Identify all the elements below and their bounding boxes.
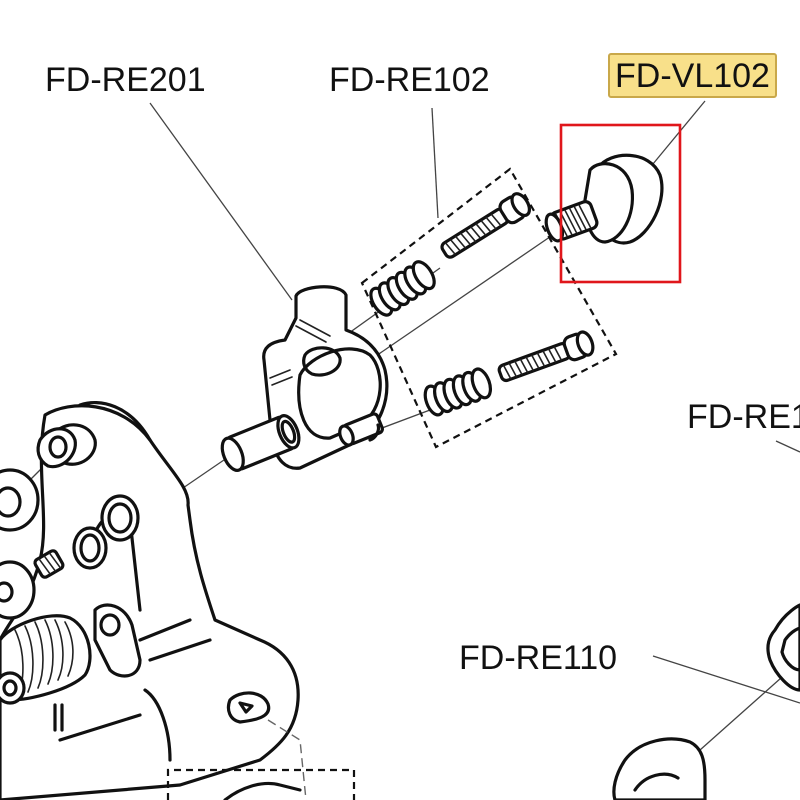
leader-fd-re102 xyxy=(431,107,439,219)
leader-fd-vl102 xyxy=(647,100,706,171)
callout-fd-re1-truncated[interactable]: FD-RE1 xyxy=(687,398,800,436)
group-box-lower xyxy=(166,719,356,800)
callout-fd-vl102[interactable]: FD-VL102 xyxy=(608,53,777,98)
leader-fd-re1 xyxy=(775,440,800,453)
callout-fd-re102[interactable]: FD-RE102 xyxy=(329,61,490,99)
callout-fd-re110[interactable]: FD-RE110 xyxy=(459,639,618,677)
washer-upper-left xyxy=(36,427,77,469)
callout-fd-re201[interactable]: FD-RE201 xyxy=(45,61,206,99)
part-fd-re110-lower[interactable] xyxy=(612,737,707,800)
roller-part xyxy=(0,614,92,705)
spring-screw-lower xyxy=(423,330,595,417)
leader-fd-re201 xyxy=(149,102,293,301)
axis-line xyxy=(699,669,791,751)
part-fd-re201[interactable] xyxy=(218,285,389,474)
leader-fd-re110 xyxy=(652,655,800,704)
group-box-fd-re102 xyxy=(360,167,618,449)
washer-left xyxy=(0,468,40,532)
part-fd-vl102[interactable] xyxy=(543,153,664,245)
selection-box-fd-vl102 xyxy=(559,123,682,284)
bolt-left xyxy=(0,549,65,620)
derailleur-body xyxy=(0,400,300,800)
spring-screw-upper xyxy=(369,192,532,317)
part-fd-re110-upper[interactable] xyxy=(766,603,800,692)
